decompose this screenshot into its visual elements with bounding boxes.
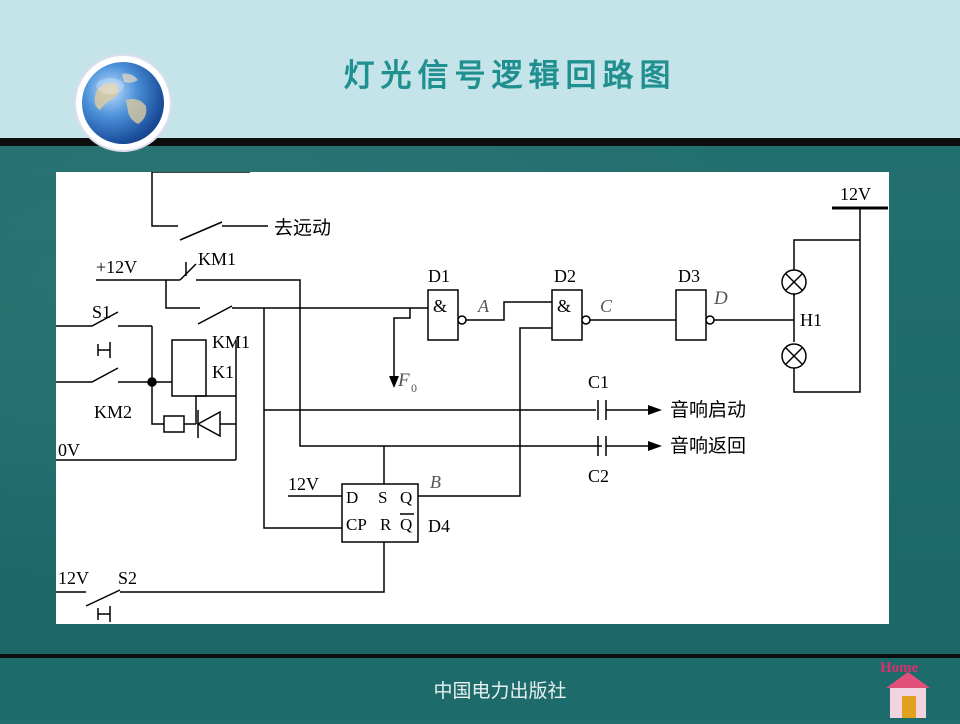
km1-top-label: KM1 [198,249,236,269]
s2-12v-label: 12V [58,568,89,588]
slide-footer [0,658,960,720]
km2-label: KM2 [94,402,132,422]
h1-label: H1 [800,310,822,330]
km1-mid-label: KM1 [212,332,250,352]
flip-flop-d4 [341,483,419,543]
globe-logo-icon [76,56,170,150]
home-button[interactable]: Home [872,658,942,720]
node-a-label: A [477,296,490,316]
c1-label: C1 [588,372,609,392]
supply-12v-right-label: 12V [840,184,871,204]
ff-d-pin: D [346,488,358,507]
f0-subscript: 0 [411,381,417,395]
circuit-diagram-panel: 去远动 +12V KM1 KM1 S1 KM2 K1 0V D1 & A F 0 [56,171,889,624]
gate-d1-symbol: & [433,296,447,316]
node-c-label: C [600,296,613,316]
home-house-icon: Home [880,660,930,718]
d2-label: D2 [554,266,576,286]
d4-label: D4 [428,516,450,536]
header-divider [0,138,960,146]
home-label: Home [880,660,919,676]
gate-d2 [551,289,583,341]
ff-qbar-pin: Q [400,515,412,534]
gate-d3 [675,289,707,341]
s2-label: S2 [118,568,137,588]
ff-cp-pin: CP [346,515,367,534]
ff-r-pin: R [380,515,392,534]
node-d-label: D [713,288,728,309]
node-b-label: B [430,472,441,492]
ff-s-pin: S [378,488,387,507]
footer-divider [0,654,960,658]
d3-label: D3 [678,266,700,286]
slide-title: 灯光信号逻辑回路图 [343,58,677,94]
k1-label: K1 [212,362,234,382]
remote-contact [151,171,268,241]
sound-return-label: 音响返回 [670,435,746,457]
gate-d1 [427,289,459,341]
gate-d2-symbol: & [557,296,571,316]
f0-label: F [397,370,410,391]
c2-label: C2 [588,466,609,486]
sound-start-label: 音响启动 [670,399,746,421]
s1-label: S1 [92,302,111,322]
ff-12v-label: 12V [288,474,319,494]
relay-k1-coil [171,339,207,397]
plus-12v-label: +12V [96,257,137,277]
d1-label: D1 [428,266,450,286]
publisher-name: 中国电力出版社 [433,680,567,702]
circuit-diagram: 去远动 +12V KM1 KM1 S1 KM2 K1 0V D1 & A F 0 [56,171,888,622]
remote-label: 去远动 [274,217,331,239]
ff-q-pin: Q [400,488,412,507]
zero-v-label: 0V [58,440,80,460]
